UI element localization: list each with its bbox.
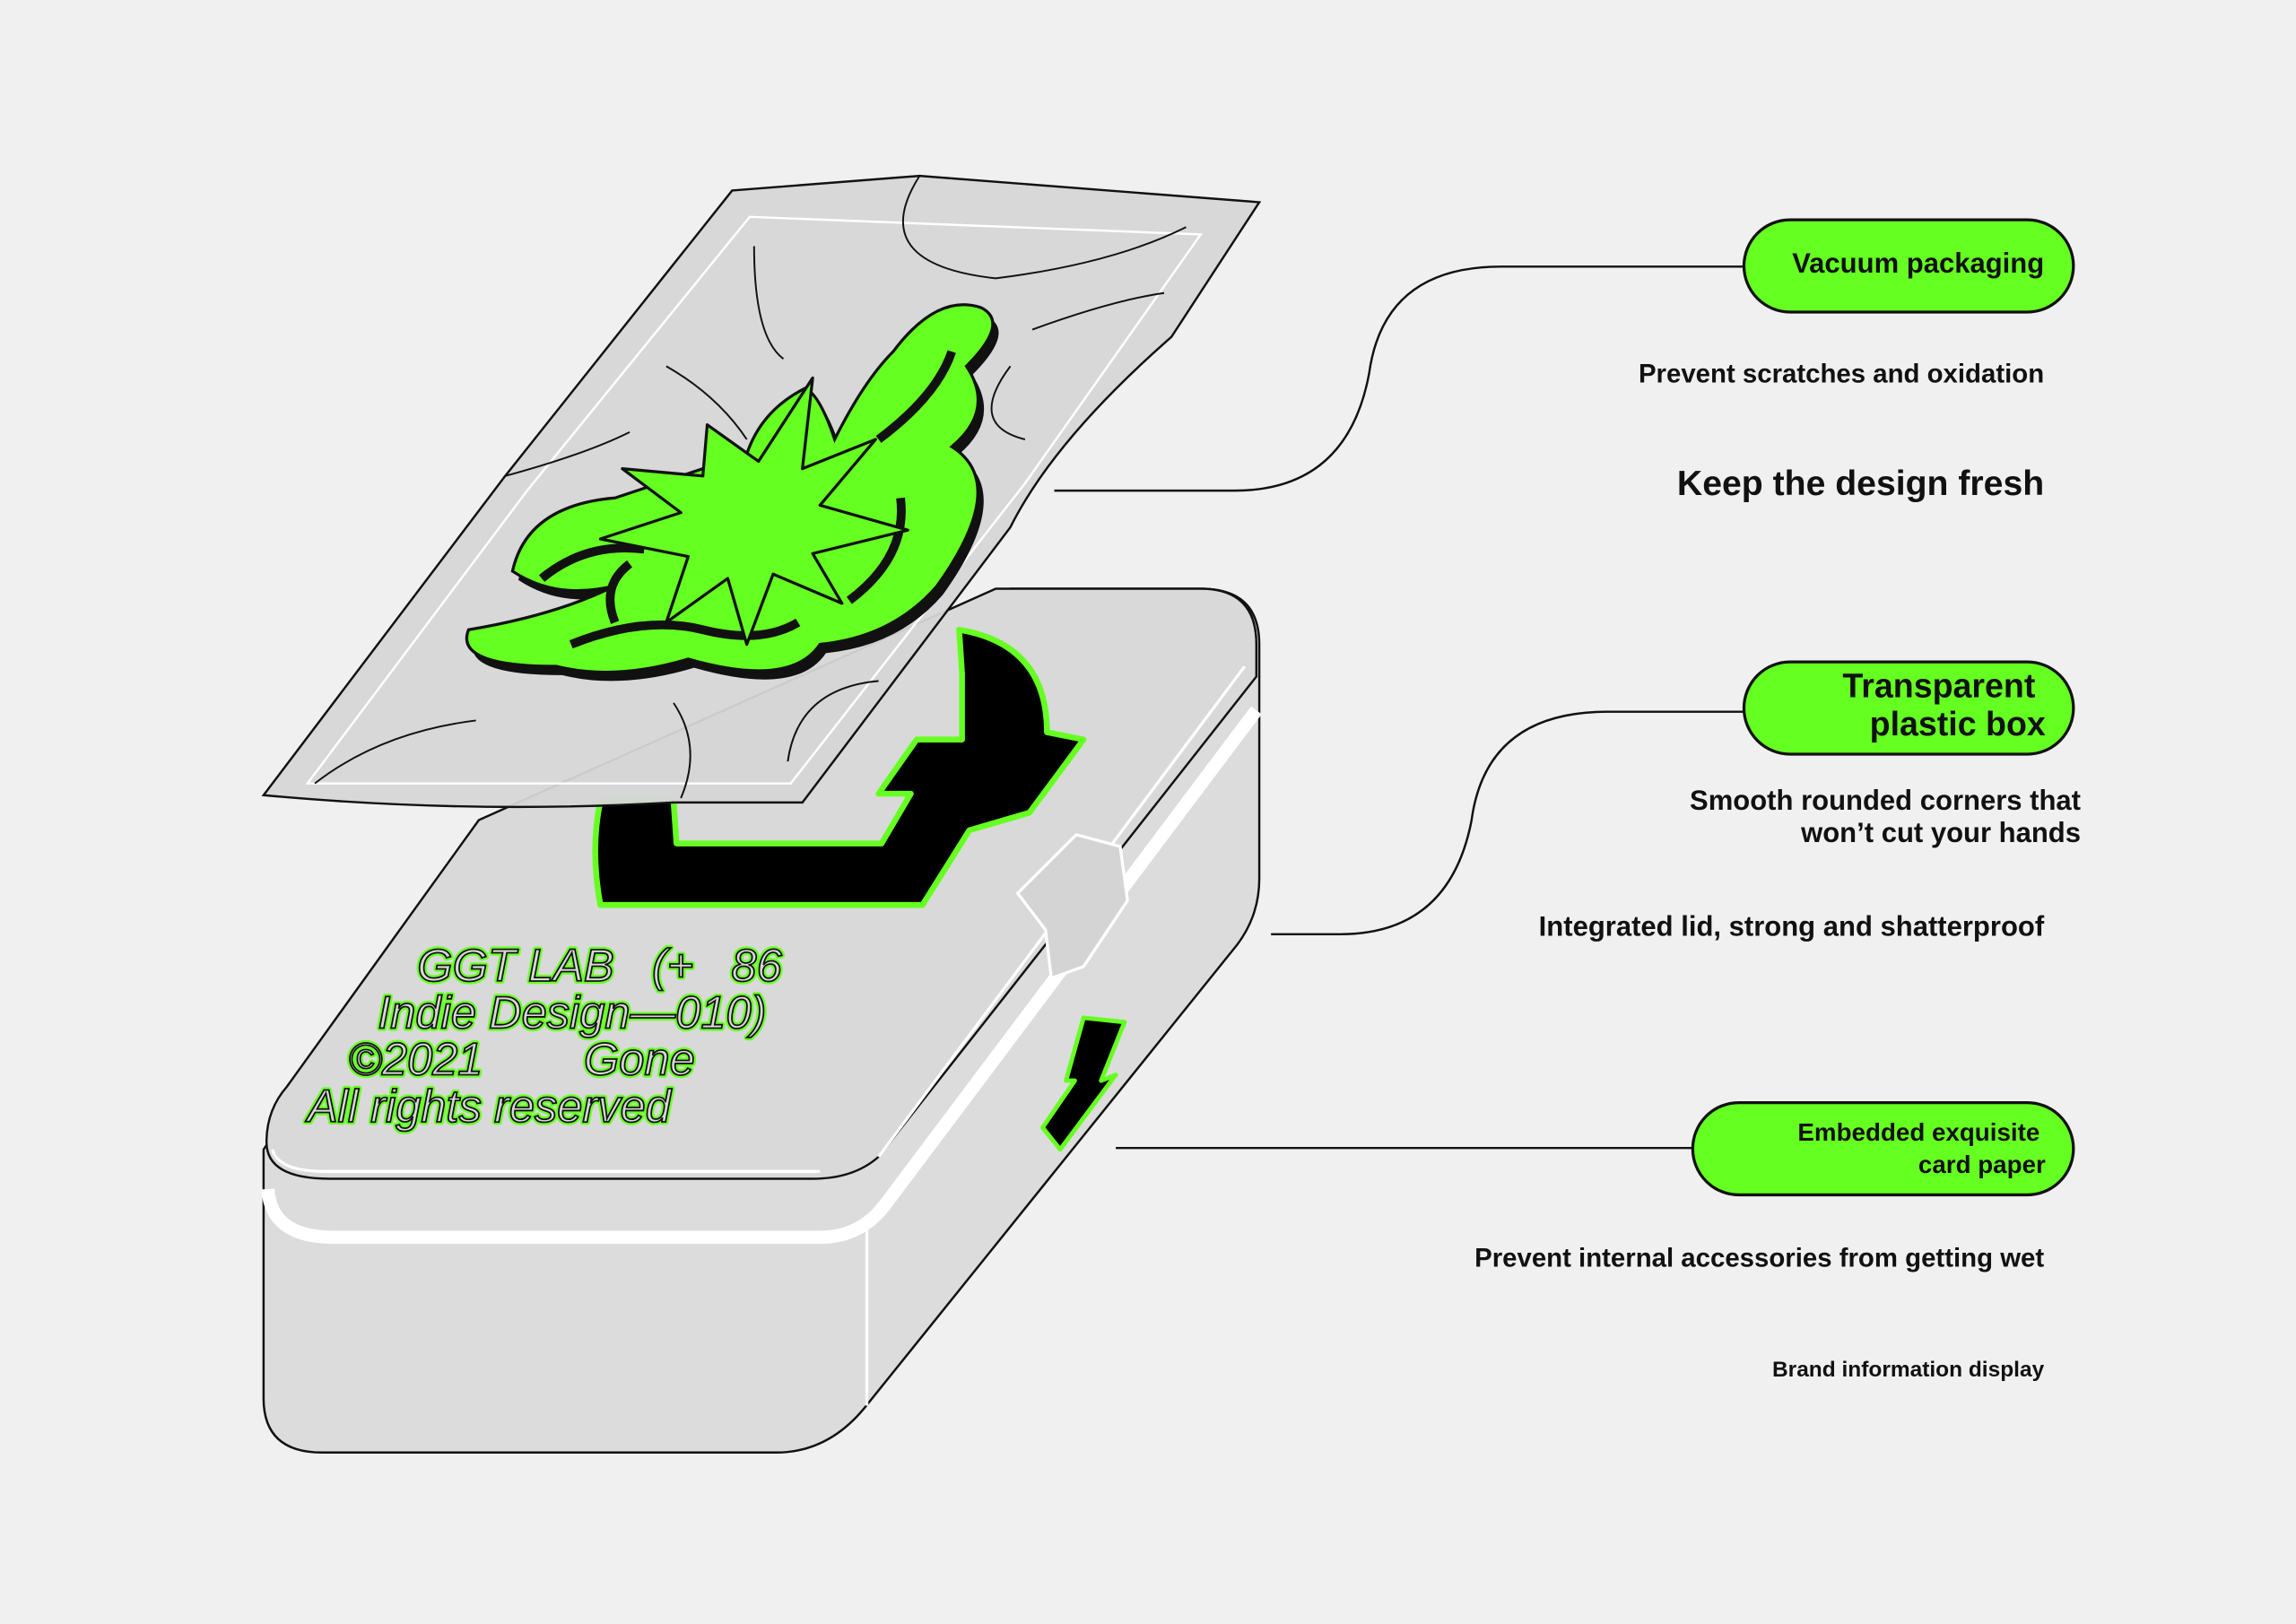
lid-print-text: GGT LAB (+ 86 GGT LAB (+ 86 Indie Design…: [302, 937, 786, 1134]
vacuum-bag-illustration: [261, 174, 1262, 809]
lid-line-1-glow: GGT LAB (+ 86: [417, 940, 782, 991]
bag-wrinkles: [314, 175, 1187, 799]
detail-text: won’t cut your hands: [1800, 817, 2081, 848]
bag-seal-line: [305, 215, 1204, 785]
lid-line-3: ©2021 Gone: [349, 1034, 695, 1085]
detail-text: Keep the design fresh: [1677, 465, 2044, 503]
g-logo-mark: [592, 626, 1087, 908]
pill-label: plastic box: [1870, 705, 2046, 743]
detail-text: Smooth rounded corners that: [1690, 785, 2081, 816]
pill-label: Transparent: [1842, 666, 2035, 704]
lid-line-3-glow: ©2021 Gone: [349, 1034, 695, 1085]
detail-text: Prevent internal accessories from gettin…: [1474, 1243, 2044, 1272]
pill-label: card paper: [1918, 1151, 2046, 1178]
lid-line-4: All rights reserved: [305, 1081, 673, 1132]
pill-transparent-box: [1742, 660, 2075, 756]
pill-card-paper: [1691, 1100, 2075, 1197]
callout-vacuum-packaging: Vacuum packaging Prevent scratches and o…: [1639, 218, 2075, 503]
box-rim: [261, 706, 1262, 1245]
detail-text: Prevent scratches and oxidation: [1639, 359, 2044, 388]
lid-line-2-glow: Indie Design—010): [378, 986, 766, 1038]
detail-text: Brand information display: [1772, 1358, 2045, 1382]
lid-line-4-glow: All rights reserved: [305, 1081, 673, 1132]
callout-card-paper: Embedded exquisite card paper Prevent in…: [1474, 1100, 2075, 1382]
connector-box: [1271, 710, 1744, 936]
connector-vacuum: [1054, 265, 1744, 492]
detail-text: Integrated lid, strong and shatterproof: [1539, 910, 2045, 942]
pill-label: Embedded exquisite: [1797, 1118, 2039, 1146]
lid-clasp: [1015, 832, 1129, 981]
plastic-box-illustration: GGT LAB (+ 86 GGT LAB (+ 86 Indie Design…: [261, 587, 1262, 1455]
card-paper-mark: [1040, 1015, 1127, 1152]
lid-line-1: GGT LAB (+ 86: [417, 940, 782, 991]
callout-transparent-box: Transparent plastic box Smooth rounded c…: [1539, 660, 2081, 942]
starburst-icon: [598, 376, 909, 647]
lid-line-2: Indie Design—010): [378, 986, 766, 1038]
squiggle-inner-lines: [538, 350, 956, 649]
pill-label: Vacuum packaging: [1792, 248, 2044, 279]
pill-vacuum-packaging: [1742, 218, 2075, 314]
